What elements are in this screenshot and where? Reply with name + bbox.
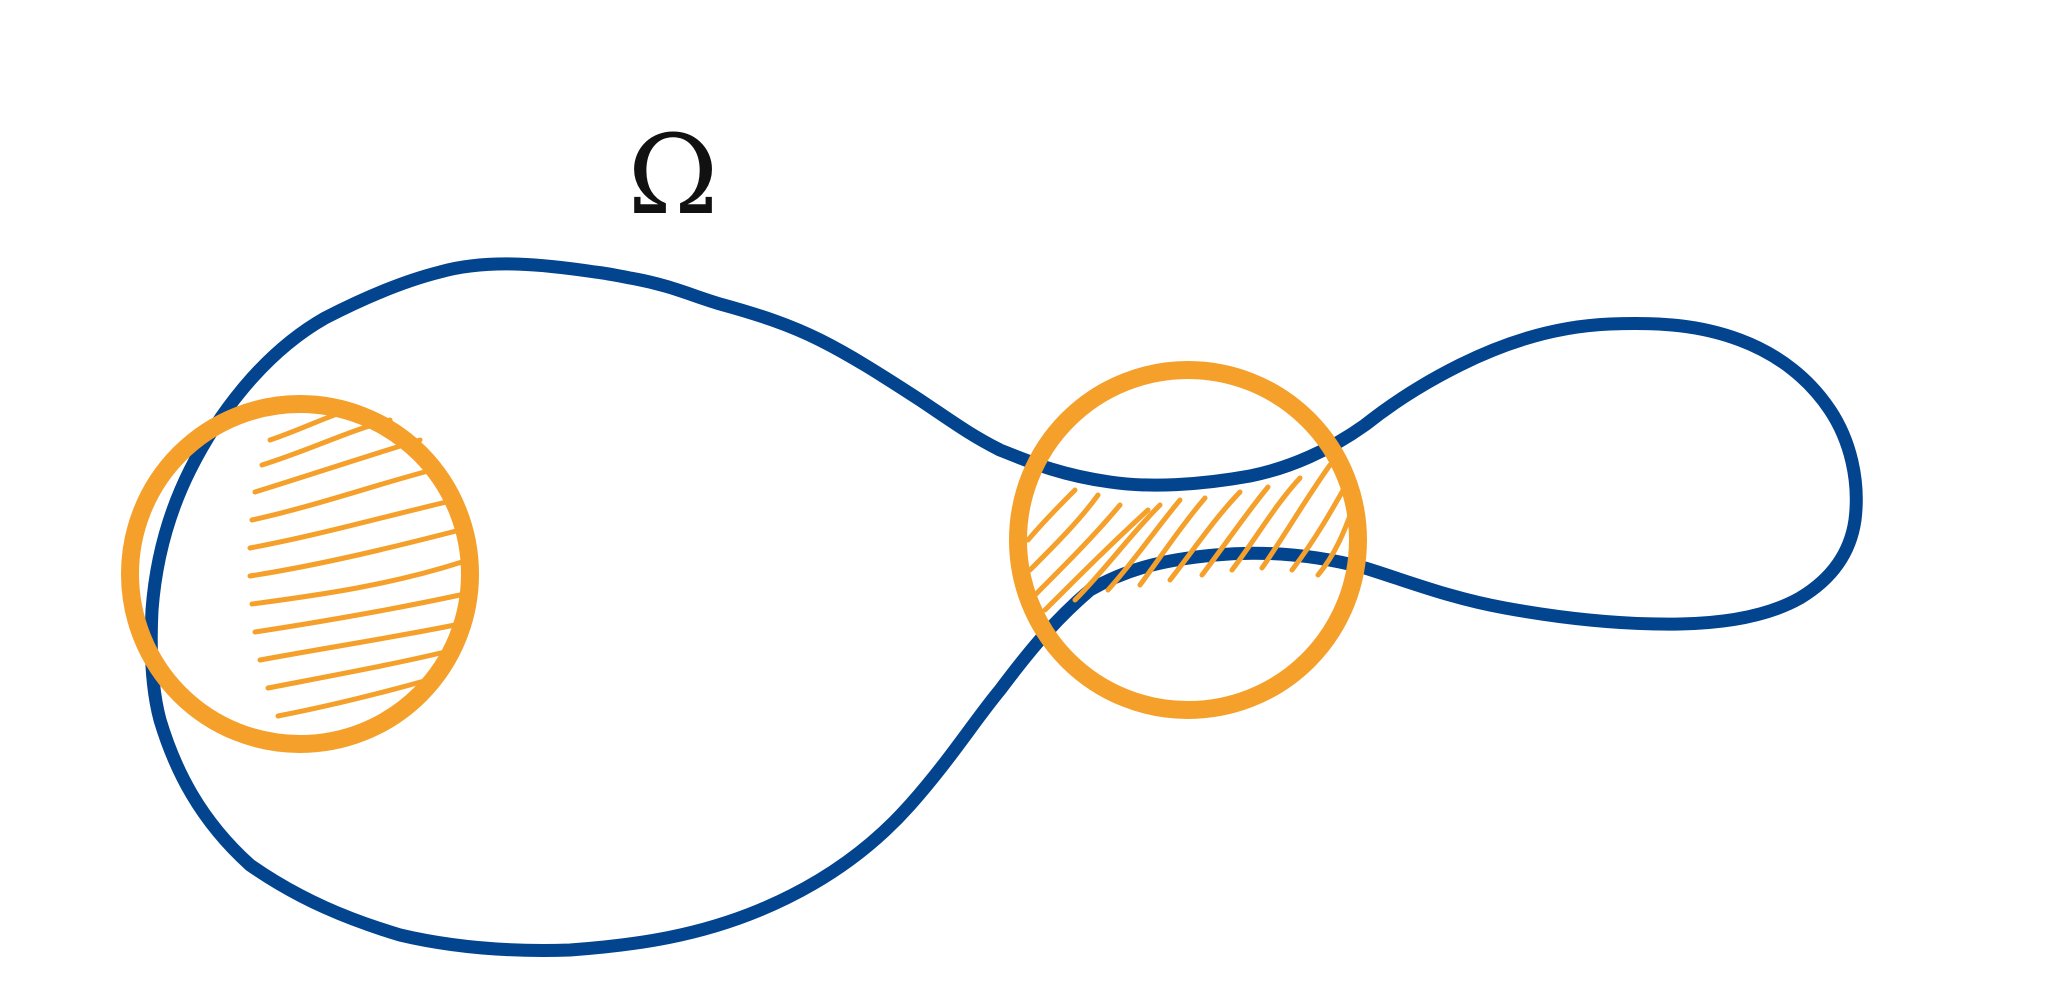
domain-label: Ω	[627, 111, 718, 239]
left-ball-hatching	[247, 405, 465, 719]
right-ball-circle	[1009, 361, 1367, 719]
right-ball-hatching	[1025, 462, 1355, 613]
left-ball-circle	[121, 395, 479, 753]
right-ball	[1009, 361, 1367, 719]
domain-boundary	[144, 257, 1863, 957]
left-ball	[121, 395, 479, 753]
